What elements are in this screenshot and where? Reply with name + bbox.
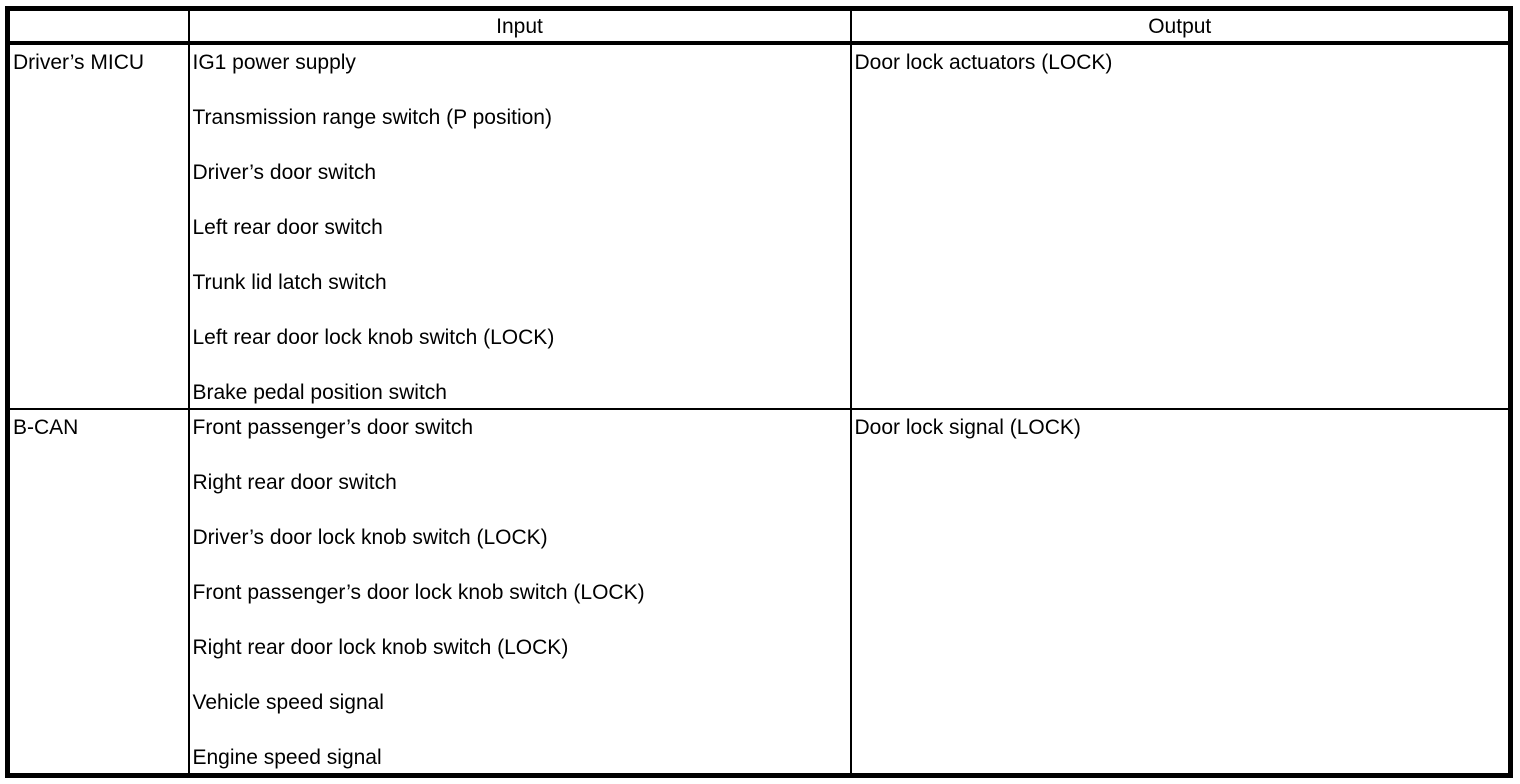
input-item: Vehicle speed signal bbox=[192, 691, 384, 714]
source-label: Driver’s MICU bbox=[13, 51, 145, 74]
input-item: Right rear door switch bbox=[192, 471, 397, 494]
input-item: Right rear door lock knob switch (LOCK) bbox=[192, 636, 569, 659]
output-item: Door lock actuators (LOCK) bbox=[854, 51, 1113, 74]
input-item: Front passenger’s door switch bbox=[192, 416, 474, 439]
input-item: Front passenger’s door lock knob switch … bbox=[192, 581, 645, 604]
table-header-row: Input Output bbox=[6, 7, 1512, 45]
output-item: Door lock signal (LOCK) bbox=[854, 416, 1081, 439]
input-item: Transmission range switch (P position) bbox=[192, 106, 552, 129]
output-column-header: Output bbox=[849, 7, 1512, 45]
source-cell: Driver’s MICU bbox=[6, 42, 190, 410]
source-label: B-CAN bbox=[13, 416, 79, 439]
input-output-table: Input Output Driver’s MICU IG1 power sup… bbox=[5, 6, 1513, 778]
source-column-header bbox=[6, 7, 190, 45]
input-column-header: Input bbox=[187, 7, 852, 45]
output-cell: Door lock signal (LOCK) bbox=[849, 408, 1512, 776]
input-item: Engine speed signal bbox=[192, 746, 382, 769]
input-item: Driver’s door switch bbox=[192, 161, 377, 184]
input-item: IG1 power supply bbox=[192, 51, 356, 74]
input-item: Trunk lid latch switch bbox=[192, 271, 387, 294]
input-item: Driver’s door lock knob switch (LOCK) bbox=[192, 526, 548, 549]
input-item: Left rear door switch bbox=[192, 216, 383, 239]
source-cell: B-CAN bbox=[6, 408, 190, 776]
input-item: Brake pedal position switch bbox=[192, 381, 447, 404]
output-cell: Door lock actuators (LOCK) bbox=[849, 42, 1512, 410]
input-item: Left rear door lock knob switch (LOCK) bbox=[192, 326, 555, 349]
